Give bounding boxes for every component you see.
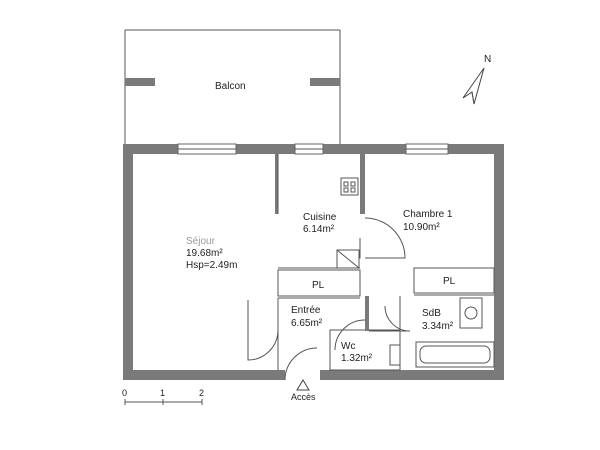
room-area-entree: 6.65m²	[291, 318, 323, 329]
balcony	[124, 29, 341, 144]
room-area-sejour: 19.68m²	[186, 248, 223, 259]
balcony-rail-left	[125, 78, 155, 86]
scale-tick-2: 2	[199, 388, 204, 398]
access-marker: Accès	[291, 379, 316, 402]
room-name-balcon: Balcon	[215, 81, 246, 92]
fixtures	[336, 177, 495, 368]
room-name-sejour: Séjour	[186, 236, 216, 247]
room-name-wc: Wc	[341, 341, 355, 352]
door-wc	[334, 319, 366, 351]
room-name-cuisine: Cuisine	[303, 212, 337, 223]
balcony-rail-right	[310, 78, 340, 86]
doors	[247, 217, 411, 381]
wall-sejour-cuisine-upper	[275, 154, 278, 214]
room-name-entree: Entrée	[291, 305, 321, 316]
door-chambre	[364, 217, 406, 259]
scale-tick-1: 1	[160, 388, 165, 398]
room-name-sdb: SdB	[422, 308, 441, 319]
north-label: N	[484, 54, 491, 65]
door-sdb	[384, 305, 411, 332]
wall-cuisine-chambre	[360, 154, 365, 214]
north-arrow: N	[462, 54, 491, 105]
closet-pl-1-outline	[277, 269, 361, 297]
room-height-sejour: Hsp=2.49m	[186, 260, 237, 271]
room-area-sdb: 3.34m²	[422, 321, 454, 332]
room-name-chambre: Chambre 1	[403, 209, 453, 220]
room-area-wc: 1.32m²	[341, 353, 373, 364]
interior-walls	[275, 154, 495, 371]
door-entrance	[284, 347, 318, 381]
room-area-cuisine: 6.14m²	[303, 224, 335, 235]
toilet	[389, 344, 401, 366]
scale-tick-0: 0	[122, 388, 127, 398]
door-sejour	[247, 300, 279, 361]
access-label: Accès	[291, 392, 316, 402]
closet-pl-2-outline	[413, 267, 495, 294]
windows	[177, 143, 449, 155]
scale-bar: 0 1 2	[122, 388, 204, 405]
room-area-chambre: 10.90m²	[403, 222, 440, 233]
closet-label-2: PL	[443, 276, 456, 287]
closet-label-1: PL	[312, 280, 325, 291]
access-arrow-icon	[296, 379, 310, 391]
